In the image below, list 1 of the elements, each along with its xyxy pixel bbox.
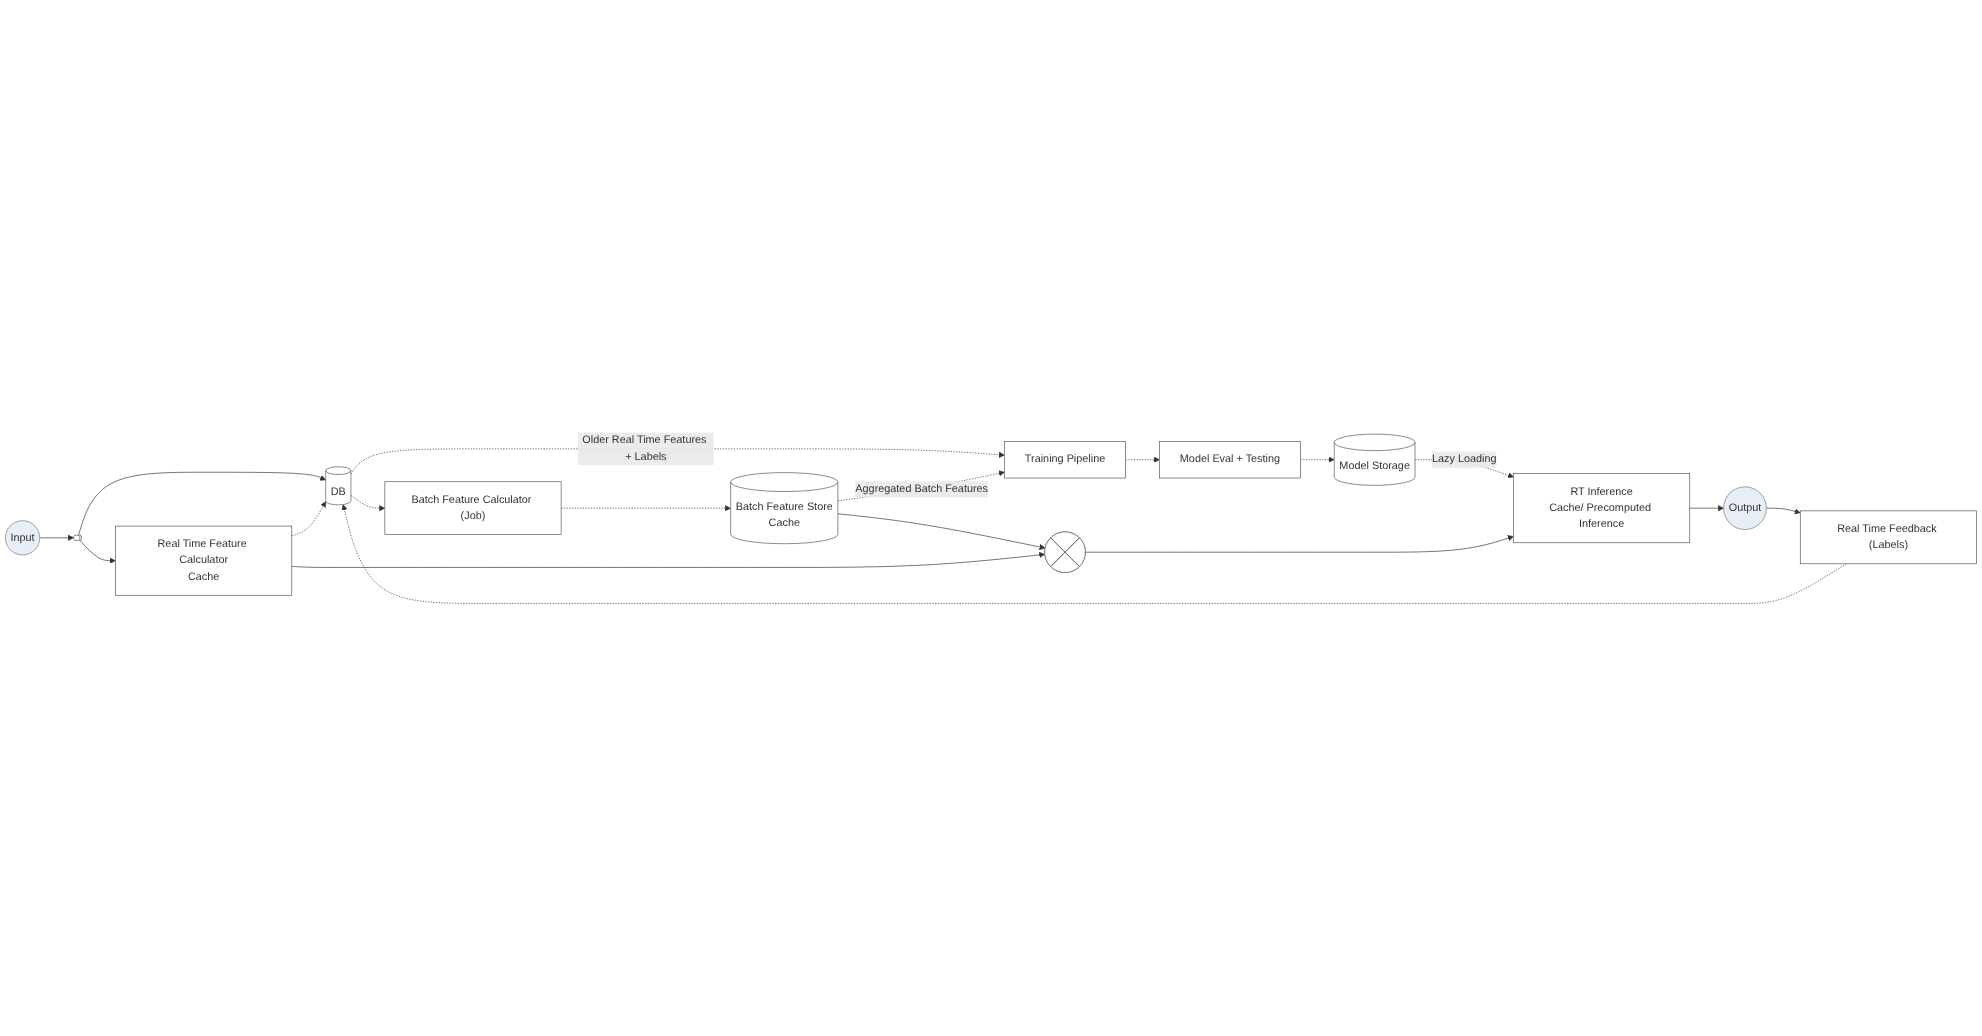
node-cylinder <box>73 534 82 541</box>
